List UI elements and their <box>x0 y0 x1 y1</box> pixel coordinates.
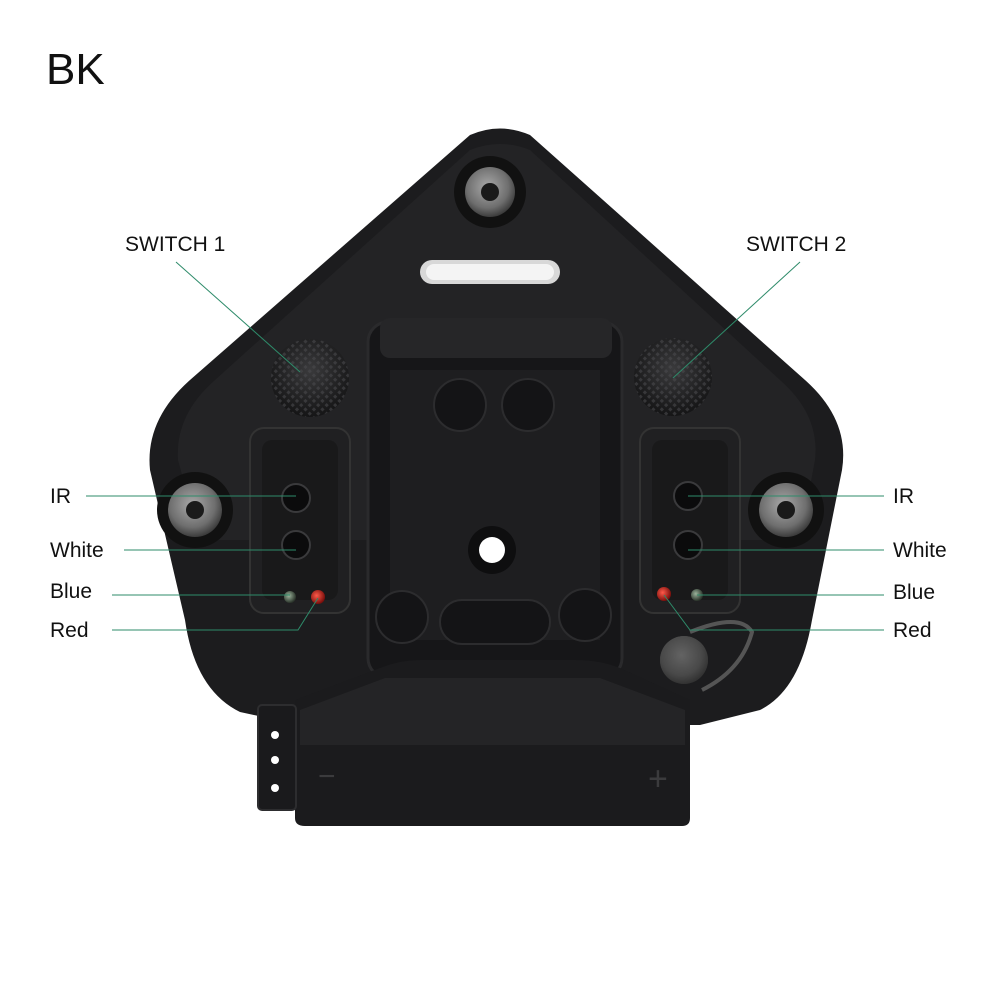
switch-2-leader <box>672 261 801 379</box>
left-blue-label: Blue <box>50 580 93 603</box>
lanyard-ring <box>689 620 755 692</box>
left-white-label: White <box>50 539 104 562</box>
left-red-led <box>311 590 325 604</box>
switch-1-label: SWITCH 1 <box>125 233 226 256</box>
left-ir-button <box>281 483 311 513</box>
left-red-leader <box>112 597 319 631</box>
right-white-label: White <box>893 539 947 562</box>
left-ir-label: IR <box>50 485 71 508</box>
center-button-top-right <box>501 378 555 432</box>
left-white-button <box>281 530 311 560</box>
left-red-label: Red <box>50 619 89 642</box>
center-button-top-left <box>433 378 487 432</box>
battery-minus-mark: − <box>318 760 336 793</box>
right-blue-label: Blue <box>893 581 936 604</box>
switch-2-label: SWITCH 2 <box>746 233 847 256</box>
right-ir-label: IR <box>893 485 914 508</box>
right-white-button <box>673 530 703 560</box>
center-oval-button <box>439 599 551 645</box>
center-button-bottom-left <box>375 590 429 644</box>
right-red-leader <box>663 594 884 631</box>
left-blue-led <box>284 591 296 603</box>
right-red-label: Red <box>893 619 932 642</box>
color-variant-title: BK <box>46 45 105 94</box>
right-red-led <box>657 587 671 601</box>
center-button-bottom-right <box>558 588 612 642</box>
switch-1-leader <box>175 261 301 373</box>
battery-plus-mark: + <box>648 760 668 798</box>
